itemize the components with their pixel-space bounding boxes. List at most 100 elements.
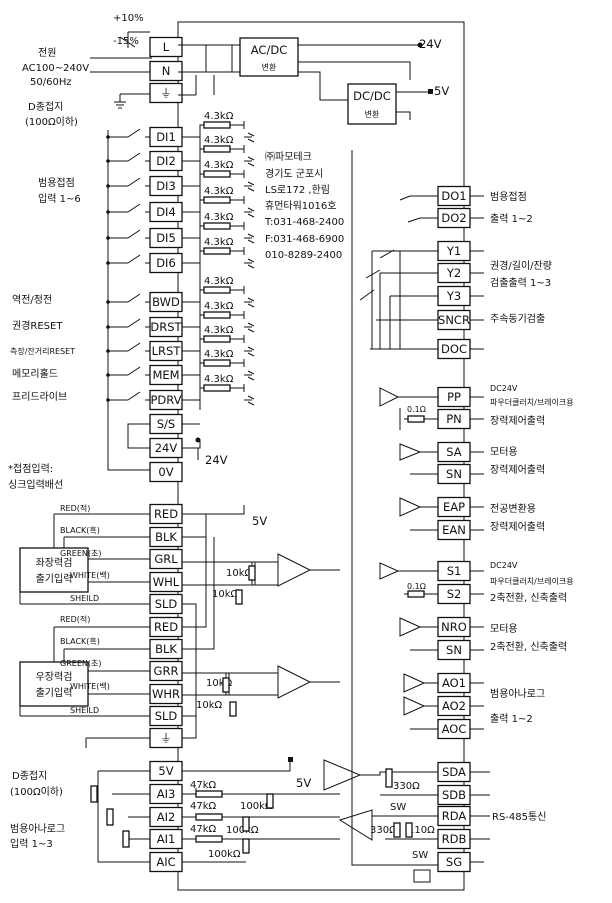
resistor-value: 4.3kΩ	[204, 160, 234, 171]
right-terminal-column: DO1DO2Y1Y2Y3SNCRDOCPPPNSASNEAPEANS1S2NRO…	[437, 185, 484, 873]
company-line: T:031-468-2400	[264, 217, 344, 228]
terminal-label: SG	[446, 855, 462, 869]
photocoupler	[244, 395, 255, 406]
loadcell-wire-label: RED(적)	[60, 614, 90, 624]
resistor	[195, 835, 223, 843]
terminal-label: 5V	[158, 764, 173, 778]
resistor-value: 4.3kΩ	[204, 374, 234, 385]
r100k-3: 100kΩ	[208, 849, 241, 860]
left-loadcell-title-2: 출기입력	[36, 572, 73, 585]
terminal-left-8: DI6	[149, 252, 183, 274]
terminal-right-19: AOC	[437, 718, 484, 740]
terminal-label: GRL	[154, 552, 178, 566]
lrst-label: 측장/잔거리RESET	[10, 346, 75, 356]
terminal-left-27: ⏚	[149, 727, 183, 749]
left-loadcell-title-1: 좌장력검	[36, 557, 73, 569]
terminal-right-22: RDA	[437, 805, 484, 827]
terminal-label: BLK	[155, 642, 177, 656]
photocoupler	[244, 322, 255, 333]
input-resistors: 4.3kΩ4.3kΩ4.3kΩ4.3kΩ4.3kΩ4.3kΩ4.3kΩ4.3kΩ…	[127, 111, 255, 460]
terminal-label: BWD	[152, 295, 180, 309]
terminal-box	[149, 60, 183, 82]
r47k-3: 47kΩ	[190, 824, 217, 835]
sa-driver	[399, 443, 438, 475]
terminal-label: AI1	[157, 832, 176, 846]
loadcell-wire-label: SHEILD	[70, 706, 99, 715]
y2-label: 검출출력 1~3	[490, 277, 551, 289]
r330-1: 330Ω	[393, 781, 420, 792]
terminal-left-0: L	[149, 36, 183, 58]
input-switch	[108, 229, 150, 239]
input-switch	[108, 293, 150, 303]
right-loadcell-title-2: 출기입력	[36, 686, 73, 699]
resistor-value: 4.3kΩ	[204, 186, 234, 197]
photocoupler	[244, 297, 255, 308]
terminal-label: AI3	[157, 787, 176, 801]
pp-driver	[379, 387, 438, 430]
terminal-label: DRST	[150, 320, 182, 334]
loadcell-wire-label: SHEILD	[70, 594, 99, 603]
resistor	[203, 247, 231, 255]
terminal-label: GRR	[154, 664, 179, 678]
loadcell-supply	[182, 505, 245, 650]
terminal-label: RDA	[442, 809, 467, 823]
photocoupler	[244, 132, 255, 143]
ai-ground-label: D종접지	[12, 770, 47, 782]
terminal-left-24: GRR	[149, 660, 183, 682]
terminal-left-9: BWD	[149, 291, 183, 313]
terminal-right-12: EAN	[437, 519, 484, 541]
ean-label: 장력제어출력	[490, 521, 545, 533]
terminal-label: DO2	[441, 211, 466, 225]
terminal-right-13: S1	[437, 560, 484, 582]
terminal-left-6: DI4	[149, 201, 183, 223]
resistor-value: 4.3kΩ	[204, 276, 234, 287]
terminal-right-9: SA	[437, 441, 484, 463]
terminal-left-32: AIC	[149, 851, 183, 873]
left-terminal-column: LN⏚DI1DI2DI3DI4DI5DI6BWDDRSTLRSTMEMPDRVS…	[149, 36, 183, 873]
terminal-label: DI1	[156, 130, 176, 144]
terminal-right-5: SNCR	[437, 309, 484, 331]
pn-label: 장력제어출력	[490, 415, 545, 427]
terminal-label: WHR	[152, 687, 180, 701]
input-switch	[108, 342, 150, 352]
terminal-label: RED	[154, 507, 178, 521]
mem-label: 메모리홀드	[12, 367, 58, 380]
output-wires	[323, 150, 490, 883]
terminal-right-6: DOC	[437, 338, 484, 360]
sncr-label: 주속동기검출	[490, 313, 545, 325]
sg-ground	[413, 869, 431, 883]
s2-label: 2축전환, 신축출력	[490, 592, 567, 604]
24v-out-wire	[182, 447, 199, 460]
dcdc-label: DC/DC	[353, 89, 391, 103]
terminal-label: WHL	[153, 575, 180, 589]
terminal-label: SLD	[155, 597, 178, 611]
resistor	[385, 768, 393, 788]
right-loadcell-title-1: 우장력검	[36, 671, 73, 683]
right-loadcell-box	[19, 661, 89, 707]
r10k-1: 10kΩ	[226, 568, 253, 579]
terminal-label: DO1	[441, 189, 466, 203]
terminal-label: ⏚	[160, 86, 172, 100]
terminal-left-23: BLK	[149, 638, 183, 660]
terminal-label: AIC	[156, 855, 175, 869]
power-frequency: 50/60Hz	[30, 77, 72, 88]
terminal-label: SDB	[442, 788, 466, 802]
sw-2: SW	[412, 850, 428, 861]
resistor	[203, 384, 231, 392]
power-voltage: AC100~240V	[22, 63, 89, 74]
loadcell-amplifiers	[277, 553, 312, 699]
loadcell-wire-label: BLACK(흑)	[60, 525, 100, 535]
terminal-right-4: Y3	[437, 285, 484, 307]
resistor	[393, 822, 401, 838]
potentiometer	[106, 808, 114, 826]
terminal-left-21: SLD	[149, 593, 183, 615]
terminal-left-2: ⏚	[149, 82, 183, 104]
input-switches	[106, 128, 150, 471]
ai-frame	[97, 770, 150, 863]
input-switch	[108, 128, 150, 138]
terminal-left-5: DI3	[149, 175, 183, 197]
resistor-value: 4.3kΩ	[204, 325, 234, 336]
